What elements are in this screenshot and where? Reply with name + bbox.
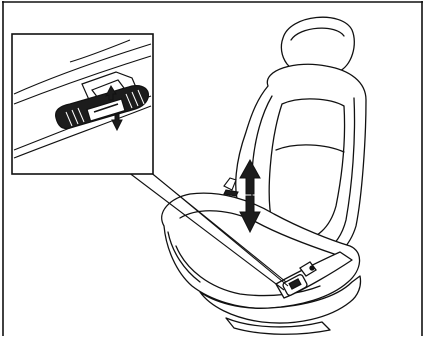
car-seat bbox=[162, 17, 366, 334]
detail-inset bbox=[12, 34, 153, 174]
